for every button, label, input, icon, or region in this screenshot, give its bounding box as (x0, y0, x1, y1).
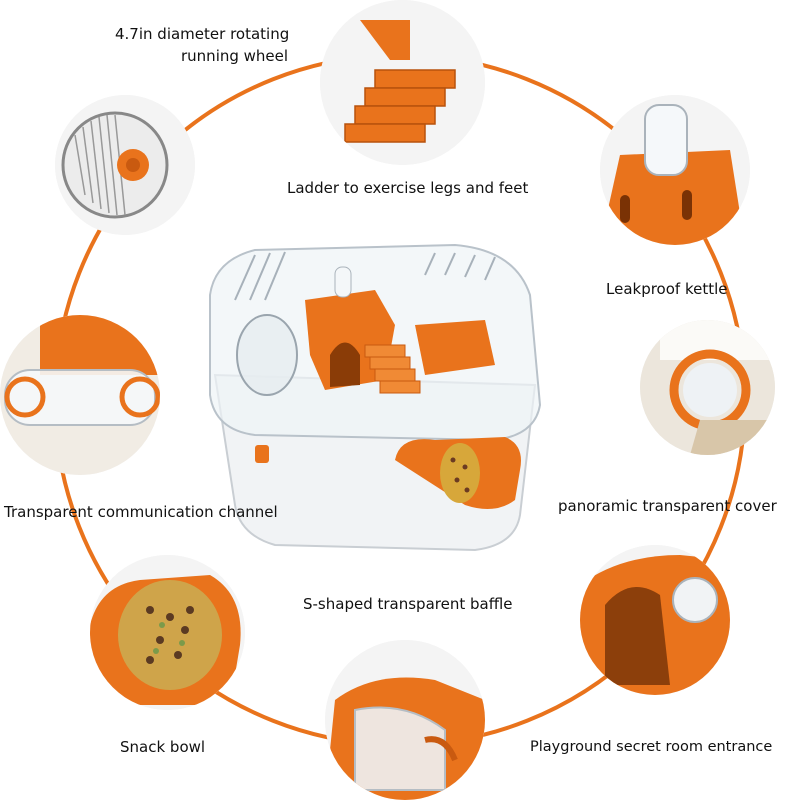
bowl-thumbnail (90, 555, 245, 710)
bowl-label: Snack bowl (120, 738, 206, 756)
hamster-cage-image (195, 205, 555, 565)
baffle-label: S-shaped transparent baffle (303, 595, 513, 613)
cover-label: panoramic transparent cover (558, 497, 777, 515)
room-label: Playground secret room entrance (530, 739, 773, 755)
baffle-thumbnail (325, 640, 485, 800)
wheel-label-line1: 4.7in diameter rotating (115, 25, 290, 43)
kettle-label: Leakproof kettle (606, 280, 728, 298)
channel-thumbnail (0, 315, 160, 475)
kettle-thumbnail (600, 95, 750, 245)
cover-thumbnail (640, 320, 775, 455)
channel-label: Transparent communication channel (4, 503, 278, 521)
wheel-label-line2: running wheel (181, 47, 289, 65)
wheel-thumbnail (55, 95, 195, 235)
ladder-label: Ladder to exercise legs and feet (287, 179, 529, 197)
ladder-thumbnail (320, 0, 485, 165)
room-thumbnail (580, 545, 730, 695)
